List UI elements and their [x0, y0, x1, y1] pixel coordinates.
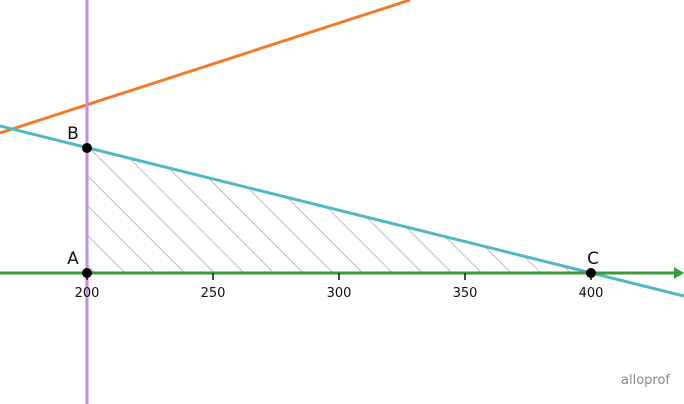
point-c [586, 268, 596, 278]
x-axis-arrow-icon [674, 267, 684, 279]
x-tick-label: 300 [327, 286, 352, 301]
point-label-a: A [67, 249, 79, 269]
x-tick-label: 250 [201, 286, 226, 301]
x-tick-label: 350 [453, 286, 478, 301]
point-label-b: B [67, 124, 79, 144]
x-tick-label: 400 [579, 286, 604, 301]
alloprof-watermark: alloprof [621, 373, 670, 388]
point-a [82, 268, 92, 278]
orange-constraint-line [0, 0, 411, 135]
point-label-c: C [587, 249, 599, 269]
point-b [82, 143, 92, 153]
blue-constraint-line [0, 124, 684, 298]
x-tick-label: 200 [75, 286, 100, 301]
